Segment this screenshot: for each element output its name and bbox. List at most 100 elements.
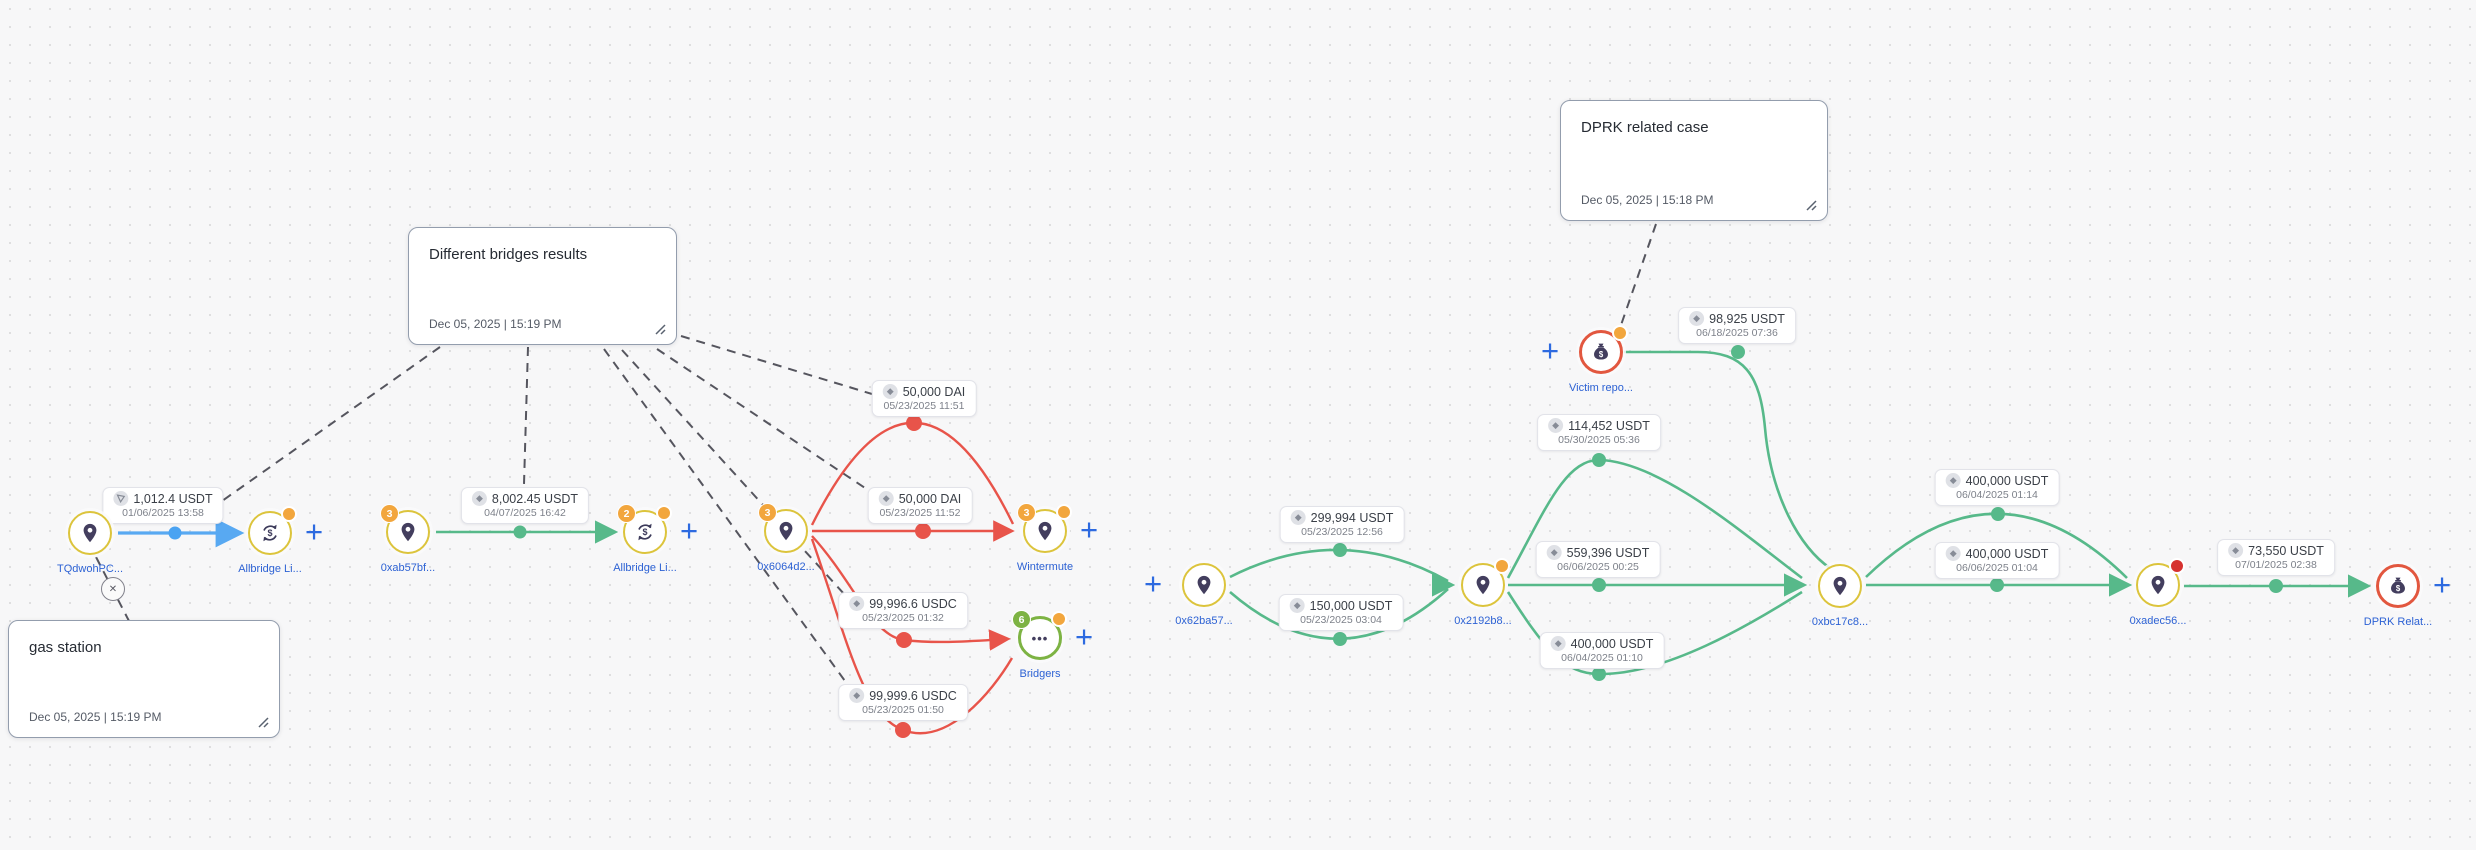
edge-dot[interactable] xyxy=(1731,345,1745,359)
node-allbridge-1[interactable]: $ + Allbridge Li... xyxy=(238,506,323,575)
edge-label-8002-usdt[interactable]: ◆8,002.45 USDT 04/07/2025 16:42 xyxy=(460,487,590,524)
note-title: Different bridges results xyxy=(429,246,588,263)
edge-label-150000-usdt[interactable]: ◆150,000 USDT 05/23/2025 03:04 xyxy=(1278,594,1404,631)
edge-dot[interactable] xyxy=(1592,667,1606,681)
edge-label-99999-usdc[interactable]: ◆ 99,999.6 USDC 05/23/2025 01:50 xyxy=(838,684,968,721)
node-label: 0xbc17c8... xyxy=(1811,616,1869,628)
edge-victim-0xbc17[interactable] xyxy=(1624,350,1831,570)
date-text: 05/30/2025 05:36 xyxy=(1558,434,1640,446)
node-label: 0x62ba57... xyxy=(1175,615,1233,627)
expand-node-button[interactable]: + xyxy=(305,513,324,549)
edge-dot[interactable] xyxy=(906,415,922,431)
eth-icon: ◆ xyxy=(878,491,894,506)
edge-dot[interactable] xyxy=(915,523,931,539)
node-dprk-related[interactable]: $ + DPRK Relat... xyxy=(2364,564,2451,628)
eth-icon: ◆ xyxy=(849,688,865,703)
eth-icon: ◆ xyxy=(1945,546,1961,561)
node-bridgers[interactable]: ••• 6 + Bridgers xyxy=(1012,610,1093,680)
edge-dot[interactable] xyxy=(896,632,912,648)
tron-icon xyxy=(113,491,129,506)
node-label: 0xadec56... xyxy=(2129,615,2187,627)
amount-text: 299,994 USDT xyxy=(1310,510,1394,525)
edge-label-50000-dai-2[interactable]: ◆50,000 DAI 05/23/2025 11:52 xyxy=(867,487,973,524)
edge-dot[interactable] xyxy=(1592,578,1606,592)
node-0xab57bf[interactable]: 3 0xab57bf... xyxy=(380,504,435,574)
amount-text: 114,452 USDT xyxy=(1568,418,1650,433)
eth-icon: ◆ xyxy=(1548,418,1564,433)
note-different-bridges[interactable]: Different bridges results Dec 05, 2025 |… xyxy=(408,227,677,345)
edge-label-400000-usdt-c[interactable]: ◆400,000 USDT 06/06/2025 01:04 xyxy=(1934,542,2060,579)
expand-node-button[interactable]: + xyxy=(1541,332,1560,368)
edge-label-1012-usdt[interactable]: 1,012.4 USDT 01/06/2025 13:58 xyxy=(102,487,224,524)
edge-dot[interactable] xyxy=(1333,543,1347,557)
edge-label-400000-usdt-b[interactable]: ◆400,000 USDT 06/04/2025 01:14 xyxy=(1934,469,2060,506)
status-dot xyxy=(2169,558,2185,574)
pin-icon[interactable] xyxy=(1818,564,1862,608)
pin-icon[interactable] xyxy=(1461,563,1505,607)
node-0x2192b8[interactable]: 0x2192b8... xyxy=(1454,558,1512,627)
status-dot xyxy=(1056,504,1072,520)
expand-node-button[interactable]: + xyxy=(1075,618,1094,654)
edge-dot[interactable] xyxy=(1592,453,1606,467)
moneybag-icon[interactable]: $ xyxy=(2376,564,2420,608)
amount-text: 99,999.6 USDC xyxy=(869,688,957,703)
edge-dot[interactable] xyxy=(2269,579,2283,593)
edge-dot[interactable] xyxy=(513,525,527,539)
node-victim-report[interactable]: $ + Victim repo... xyxy=(1541,325,1633,394)
eth-icon: ◆ xyxy=(882,384,898,399)
edge-dot[interactable] xyxy=(1990,578,2004,592)
node-0x6064d2[interactable]: 3 0x6064d2... xyxy=(757,503,815,573)
node-0xbc17c8[interactable]: 0xbc17c8... xyxy=(1812,564,1868,628)
note-link-bridges-5 xyxy=(621,349,846,596)
date-text: 04/07/2025 16:42 xyxy=(484,507,566,519)
node-tqdwohpc[interactable]: TQdwohPC... xyxy=(57,511,123,575)
node-label: 0x6064d2... xyxy=(757,561,815,573)
edge-dot[interactable] xyxy=(1991,507,2005,521)
date-text: 05/23/2025 01:32 xyxy=(862,612,944,624)
edge-label-73550-usdt[interactable]: ◆73,550 USDT 07/01/2025 02:38 xyxy=(2217,539,2335,576)
edge-label-50000-dai-1[interactable]: ◆50,000 DAI 05/23/2025 11:51 xyxy=(871,380,977,417)
edge-label-400000-usdt-a[interactable]: ◆400,000 USDT 06/04/2025 01:10 xyxy=(1539,632,1665,669)
edge-dot[interactable] xyxy=(168,526,182,540)
expand-node-button[interactable]: + xyxy=(1080,511,1099,547)
resize-handle[interactable] xyxy=(256,715,270,729)
edge-dot[interactable] xyxy=(895,722,911,738)
node-0x62ba57[interactable]: + 0x62ba57... xyxy=(1144,563,1233,627)
note-timestamp: Dec 05, 2025 | 15:18 PM xyxy=(1581,193,1714,207)
node-wintermute[interactable]: 3 + Wintermute xyxy=(1017,503,1098,573)
expand-node-button[interactable]: + xyxy=(680,512,699,548)
date-text: 05/23/2025 01:50 xyxy=(862,704,944,716)
edge-dot[interactable] xyxy=(1333,632,1347,646)
edge-label-559396-usdt[interactable]: ◆559,396 USDT 06/06/2025 00:25 xyxy=(1535,541,1661,578)
amount-text: 8,002.45 USDT xyxy=(491,491,579,506)
node-0xadec56[interactable]: 0xadec56... xyxy=(2130,558,2186,627)
edge-label-99996-usdc[interactable]: ◆99,996.6 USDC 05/23/2025 01:32 xyxy=(838,592,968,629)
expand-node-button[interactable]: + xyxy=(1144,565,1163,601)
node-badge: 3 xyxy=(380,504,399,523)
expand-node-button[interactable]: + xyxy=(2433,566,2452,602)
note-link-bridges-2 xyxy=(523,346,529,485)
eth-icon: ◆ xyxy=(2228,543,2244,558)
detach-note-button[interactable]: ✕ xyxy=(101,577,125,601)
node-label: DPRK Relat... xyxy=(2363,616,2433,628)
date-text: 01/06/2025 13:58 xyxy=(122,507,204,519)
note-link-bridges-6 xyxy=(603,348,846,682)
edge-label-299994-usdt[interactable]: ◆299,994 USDT 05/23/2025 12:56 xyxy=(1279,506,1405,543)
node-badge: 2 xyxy=(617,504,636,523)
resize-handle[interactable] xyxy=(1804,198,1818,212)
date-text: 06/04/2025 01:14 xyxy=(1956,489,2038,501)
edge-label-98925-usdt[interactable]: ◆98,925 USDT 06/18/2025 07:36 xyxy=(1678,307,1796,344)
date-text: 06/06/2025 01:04 xyxy=(1956,562,2038,574)
edge-label-114452-usdt[interactable]: ◆ 114,452 USDT 05/30/2025 05:36 xyxy=(1537,414,1661,451)
note-link-dprk xyxy=(1619,223,1657,329)
amount-text: 50,000 DAI xyxy=(902,384,966,399)
note-dprk-case[interactable]: DPRK related case Dec 05, 2025 | 15:18 P… xyxy=(1560,100,1828,221)
amount-text: 73,550 USDT xyxy=(2248,543,2324,558)
node-allbridge-2[interactable]: $ 2 + Allbridge Li... xyxy=(613,504,698,574)
resize-handle[interactable] xyxy=(653,322,667,336)
pin-icon[interactable] xyxy=(68,511,112,555)
pin-icon[interactable] xyxy=(1182,563,1226,607)
note-gas-station[interactable]: gas station Dec 05, 2025 | 15:19 PM xyxy=(8,620,280,738)
